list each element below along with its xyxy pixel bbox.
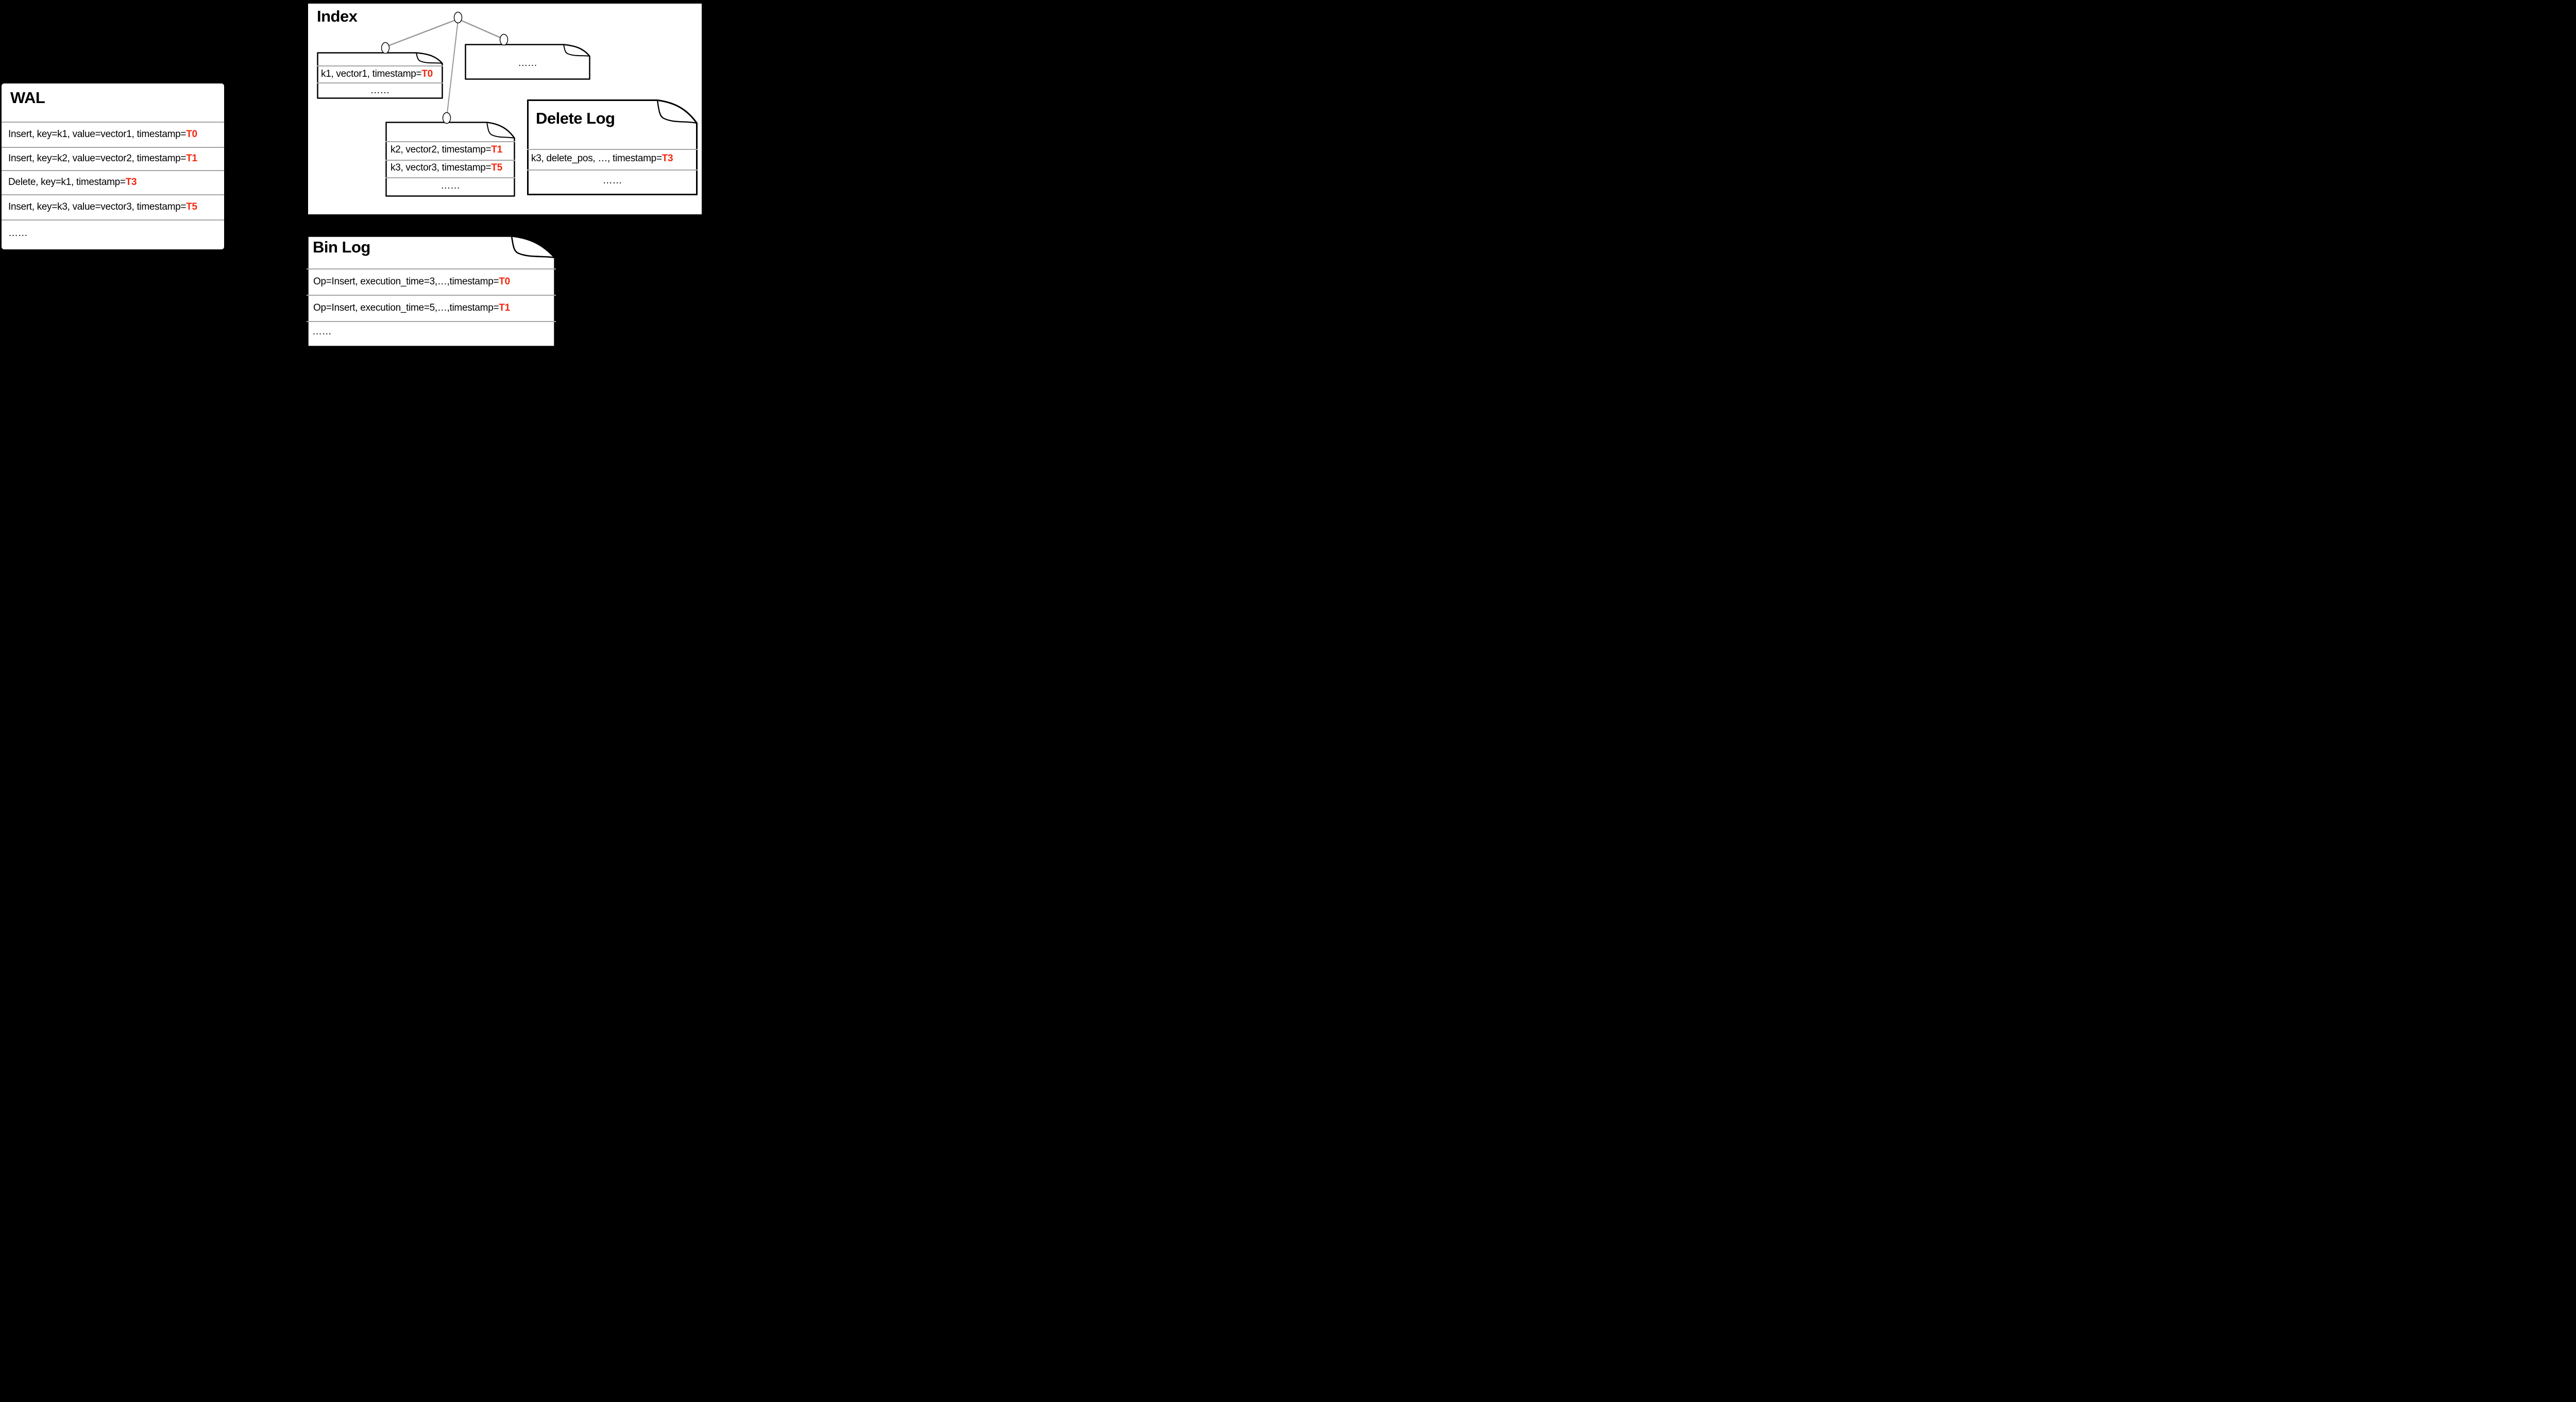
- segment-row: k2, vector2, timestamp=T1: [385, 142, 515, 158]
- wal-row-text: Insert, key=k1, value=vector1, timestamp…: [8, 128, 187, 140]
- row-separator: [317, 82, 443, 83]
- bin-log-row: Op=Insert, execution_time=5,…,timestamp=…: [307, 296, 556, 320]
- folded-corner-icon: [416, 53, 443, 64]
- row-separator: [317, 65, 443, 66]
- document-outline: [317, 52, 443, 99]
- segment-row: k1, vector1, timestamp=T0: [317, 66, 443, 81]
- folded-corner-icon: [656, 100, 697, 124]
- timestamp-value: T3: [662, 153, 673, 164]
- index-panel: Index k1, vector1, timestamp=T0 ……: [308, 4, 702, 214]
- segment-ellipsis-row: ……: [465, 54, 590, 73]
- row-separator: [307, 321, 556, 322]
- row-separator: [385, 141, 515, 142]
- row-separator: [2, 194, 224, 195]
- row-separator: [385, 177, 515, 178]
- timestamp-value: T0: [186, 128, 197, 140]
- row-separator: [307, 268, 556, 269]
- tree-edge: [457, 18, 504, 40]
- segment-row-text: k2, vector2, timestamp=: [391, 144, 492, 155]
- segment-ellipsis-row: ……: [385, 178, 515, 194]
- wal-row: Insert, key=k3, value=vector3, timestamp…: [2, 195, 224, 218]
- row-separator: [2, 122, 224, 123]
- segment-row-text: k1, vector1, timestamp=: [321, 68, 422, 79]
- row-separator: [385, 160, 515, 161]
- index-segment-doc-k1: k1, vector1, timestamp=T0 ……: [317, 52, 443, 99]
- row-separator: [527, 170, 698, 171]
- index-segment-doc-other: ……: [465, 44, 590, 80]
- bin-log-row-text: Op=Insert, execution_time=3,…,timestamp=: [313, 276, 499, 287]
- row-separator: [2, 147, 224, 148]
- bin-log-row-text: Op=Insert, execution_time=5,…,timestamp=: [313, 302, 499, 313]
- delete-log-doc: Delete Log k3, delete_pos, …, timestamp=…: [527, 99, 698, 195]
- timestamp-value: T0: [421, 68, 433, 79]
- wal-row-text: Insert, key=k2, value=vector2, timestamp…: [8, 153, 187, 164]
- tree-node-middle: [442, 112, 451, 124]
- tree-node-left: [381, 42, 390, 54]
- delete-log-title: Delete Log: [536, 109, 615, 127]
- wal-title: WAL: [10, 89, 45, 107]
- ellipsis-text: ……: [370, 85, 390, 96]
- timestamp-value: T1: [491, 144, 502, 155]
- bin-log-title: Bin Log: [313, 238, 370, 256]
- timestamp-value: T0: [499, 276, 510, 287]
- ellipsis-text: ……: [312, 326, 332, 337]
- segment-ellipsis-row: ……: [317, 83, 443, 97]
- segment-row-text: k3, vector3, timestamp=: [391, 162, 492, 173]
- timestamp-value: T1: [499, 302, 510, 313]
- row-separator: [2, 170, 224, 171]
- document-outline: [465, 44, 590, 80]
- segment-row: k3, vector3, timestamp=T5: [385, 161, 515, 175]
- ellipsis-text: ……: [440, 180, 460, 191]
- ellipsis-text: ……: [602, 175, 622, 186]
- delete-log-row-text: k3, delete_pos, …, timestamp=: [531, 153, 662, 164]
- folded-corner-icon: [563, 44, 590, 57]
- wal-row-text: Delete, key=k1, timestamp=: [8, 176, 126, 188]
- row-separator: [527, 149, 698, 150]
- timestamp-value: T5: [491, 162, 502, 173]
- document-outline: [527, 99, 698, 195]
- document-outline: [307, 235, 556, 348]
- wal-row: Insert, key=k1, value=vector1, timestamp…: [2, 123, 224, 146]
- tree-edge: [385, 18, 459, 48]
- tree-root-node: [453, 11, 463, 24]
- wal-panel: WAL Insert, key=k1, value=vector1, times…: [2, 83, 224, 249]
- folded-corner-icon: [486, 122, 515, 139]
- timestamp-value: T1: [186, 153, 197, 164]
- bin-log-ellipsis-row: ……: [307, 322, 556, 342]
- wal-ellipsis-row: ……: [2, 221, 224, 246]
- timestamp-value: T3: [125, 176, 137, 188]
- row-separator: [2, 219, 224, 221]
- row-separator: [307, 295, 556, 296]
- wal-row-text: Insert, key=k3, value=vector3, timestamp…: [8, 201, 187, 212]
- index-tree-nodes: [381, 11, 509, 124]
- tree-edge: [446, 20, 459, 118]
- delete-log-ellipsis-row: ……: [527, 171, 698, 191]
- ellipsis-text: ……: [8, 228, 28, 239]
- wal-row: Delete, key=k1, timestamp=T3: [2, 171, 224, 193]
- bin-log-row: Op=Insert, execution_time=3,…,timestamp=…: [307, 269, 556, 294]
- ellipsis-text: ……: [518, 58, 537, 69]
- timestamp-value: T5: [186, 201, 197, 212]
- diagram-canvas: WAL Insert, key=k1, value=vector1, times…: [0, 0, 704, 350]
- tree-node-right: [499, 33, 509, 46]
- bin-log-doc: Bin Log Op=Insert, execution_time=3,…,ti…: [307, 235, 556, 348]
- index-tree-edges: [385, 18, 504, 118]
- index-title: Index: [317, 7, 358, 25]
- delete-log-row: k3, delete_pos, …, timestamp=T3: [527, 150, 698, 167]
- index-segment-doc-k2k3: k2, vector2, timestamp=T1 k3, vector3, t…: [385, 122, 515, 197]
- folded-corner-icon: [511, 235, 555, 259]
- wal-row: Insert, key=k2, value=vector2, timestamp…: [2, 148, 224, 169]
